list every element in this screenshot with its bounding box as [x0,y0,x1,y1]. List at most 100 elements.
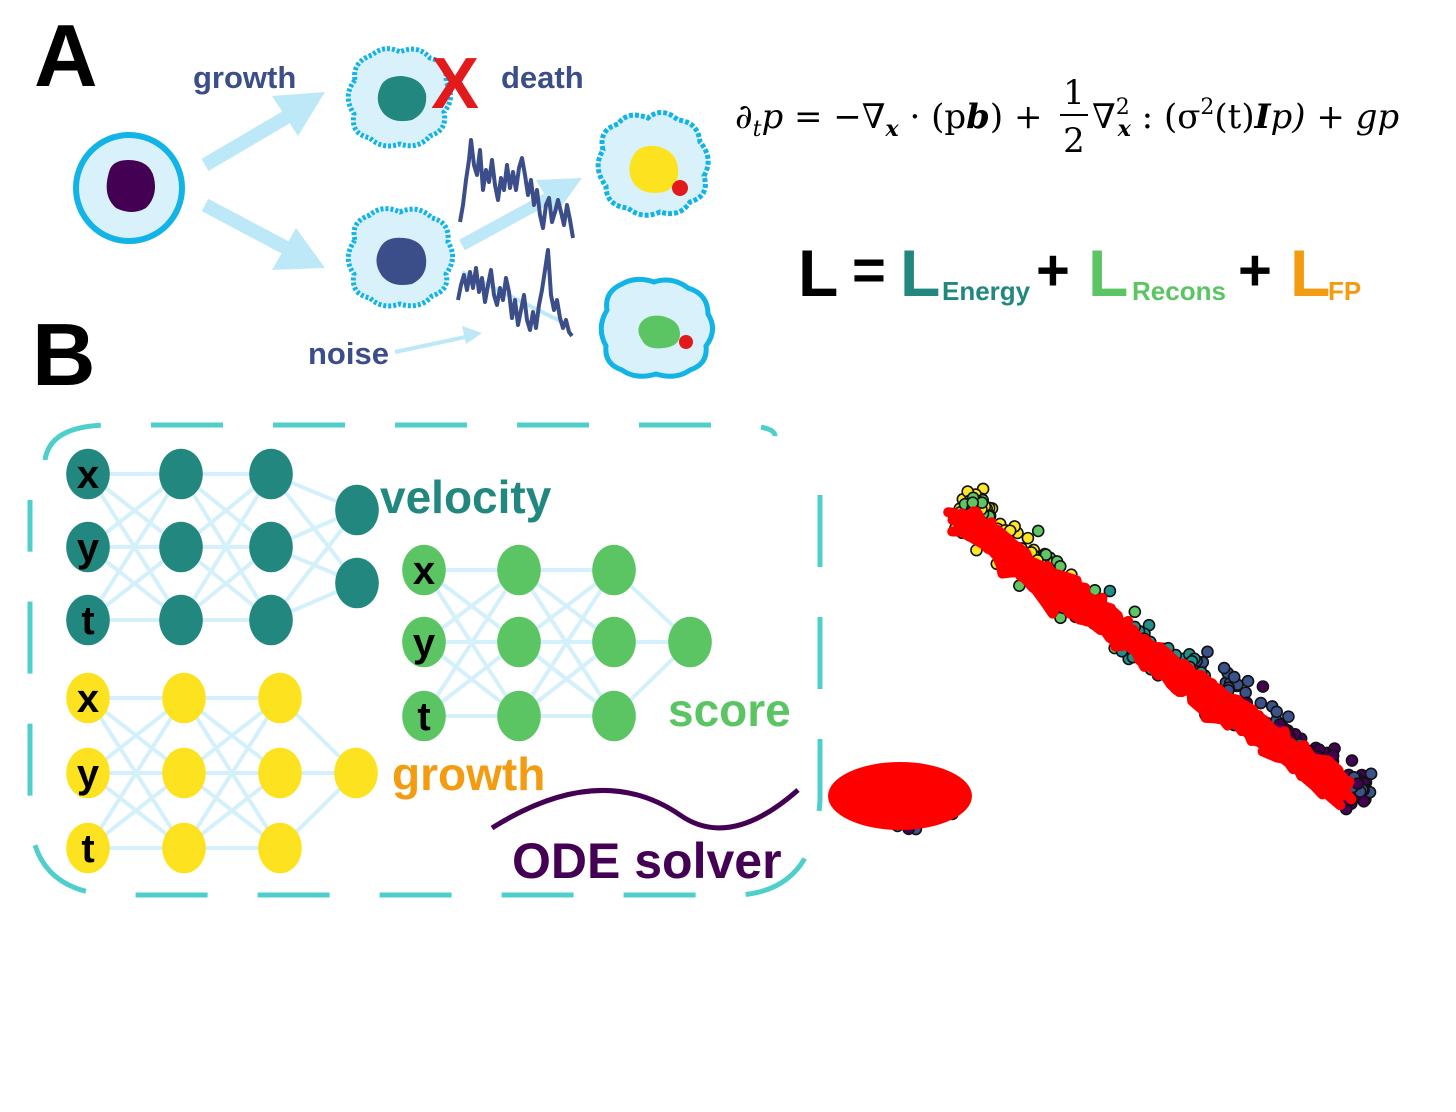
growth-node-layer0-1 [66,747,110,799]
panel-b-label: B [32,305,96,404]
fate-cell-yellow-marker [672,180,688,196]
growth-network-connections [86,696,358,850]
growth-node-layer1-0 [162,672,206,724]
equation-half-denominator: 2 [1063,121,1085,161]
score-node-layer0-0 [402,544,446,596]
score-network-connections [422,568,692,718]
fate-cell-green [598,276,715,379]
score-network: xyt [402,544,712,742]
fate-arrow-upper [459,178,582,251]
fate-cell-green-nucleus [638,315,680,349]
velocity-network: xyt [66,448,379,646]
scatter-point [1270,705,1283,719]
loss-equals: = [852,238,886,303]
scatter-point [1364,767,1378,781]
score-input-t: t [417,695,430,739]
growth-node-layer1-1 [162,747,206,799]
score-label: score [668,684,791,736]
velocity-node-layer1-2 [159,594,203,646]
loss-energy-symbol: L [900,236,940,310]
equation-left: ∂tp = −∇x · (pb) + [735,97,1042,142]
velocity-node-layer3-1 [335,557,379,609]
equation-half-numerator: 1 [1063,73,1085,113]
loss-energy-subscript: Energy [942,276,1031,306]
growth-node-layer0-0 [66,672,110,724]
growth-arrow [201,92,325,172]
growth-network: xyt [66,672,378,874]
noise-label: noise [308,336,389,371]
loss-fp-subscript: FP [1328,276,1361,306]
panel-a-label: A [34,6,98,105]
growth-label: growth [193,60,296,95]
scatter-point [1227,670,1241,684]
velocity-node-layer2-1 [249,521,293,573]
velocity-node-layer2-2 [249,594,293,646]
ode-solver-label: ODE solver [512,833,782,889]
loss-recons-subscript: Recons [1132,276,1226,306]
scatter-point [1345,754,1359,767]
velocity-input-t: t [81,599,94,643]
growth-node-layer0-2 [66,822,110,874]
scatter-point [1201,645,1214,659]
growth-node-layer2-0 [258,672,302,724]
score-node-layer1-0 [497,544,541,596]
score-node-layer2-0 [592,544,636,596]
velocity-node-layer0-2 [66,594,110,646]
death-label: death [501,60,584,95]
noise-trajectory-lower [456,248,574,338]
scatter-point [1031,524,1045,538]
scatter-point [1254,696,1268,710]
score-node-layer3-0 [668,616,712,668]
growth-node-layer3-0 [334,747,378,799]
networks-frame [27,422,823,898]
velocity-input-y: y [77,526,100,570]
growth-input-x: x [77,677,99,721]
score-input-y: y [413,621,436,665]
ode-solver-curve [490,787,800,831]
growth-node-layer2-2 [258,822,302,874]
velocity-node-layer3-0 [335,484,379,536]
velocity-node-layer1-0 [159,448,203,500]
noise-arrow [394,326,482,354]
score-input-x: x [413,549,435,593]
velocity-input-x: x [77,453,99,497]
velocity-network-connections [86,472,359,622]
scatter-point [1282,710,1295,723]
fate-cell-yellow-nucleus [629,145,679,193]
velocity-node-layer0-0 [66,448,110,500]
velocity-node-layer0-1 [66,521,110,573]
death-x-mark: X [431,44,479,124]
dying-cell-nucleus [377,76,427,122]
score-node-layer0-2 [402,690,446,742]
velocity-node-layer2-0 [249,448,293,500]
scatter-point [1128,605,1142,619]
loss-fp-symbol: L [1290,236,1330,310]
growth-node-layer2-1 [258,747,302,799]
growth-input-t: t [81,827,94,871]
velocity-node-layer1-1 [159,521,203,573]
fate-cell-yellow [595,110,711,218]
score-node-layer2-1 [592,616,636,668]
loss-total: L [798,236,838,310]
loss-plus-1: + [1036,238,1070,303]
scatter-cluster-purple [1327,767,1378,816]
initial-cell-nucleus [106,160,155,212]
score-node-layer1-2 [497,690,541,742]
scatter-trajectories [828,506,1357,830]
scatter-point [1241,674,1255,688]
scatter-point [1239,686,1252,699]
differentiation-arrow [201,198,325,270]
score-node-layer2-2 [592,690,636,742]
scatter-point [1256,680,1270,693]
loss-equation: L = L Energy + L Recons + L FP [798,236,1361,310]
loss-plus-2: + [1238,238,1272,303]
scatter-point [1103,584,1117,598]
trajectory-line [947,515,1344,784]
scatter-point [1021,531,1035,545]
progenitor-cell-nucleus [376,237,427,285]
velocity-label: velocity [380,471,552,523]
progenitor-cell [345,206,455,309]
growth-output-label: growth [392,748,545,800]
